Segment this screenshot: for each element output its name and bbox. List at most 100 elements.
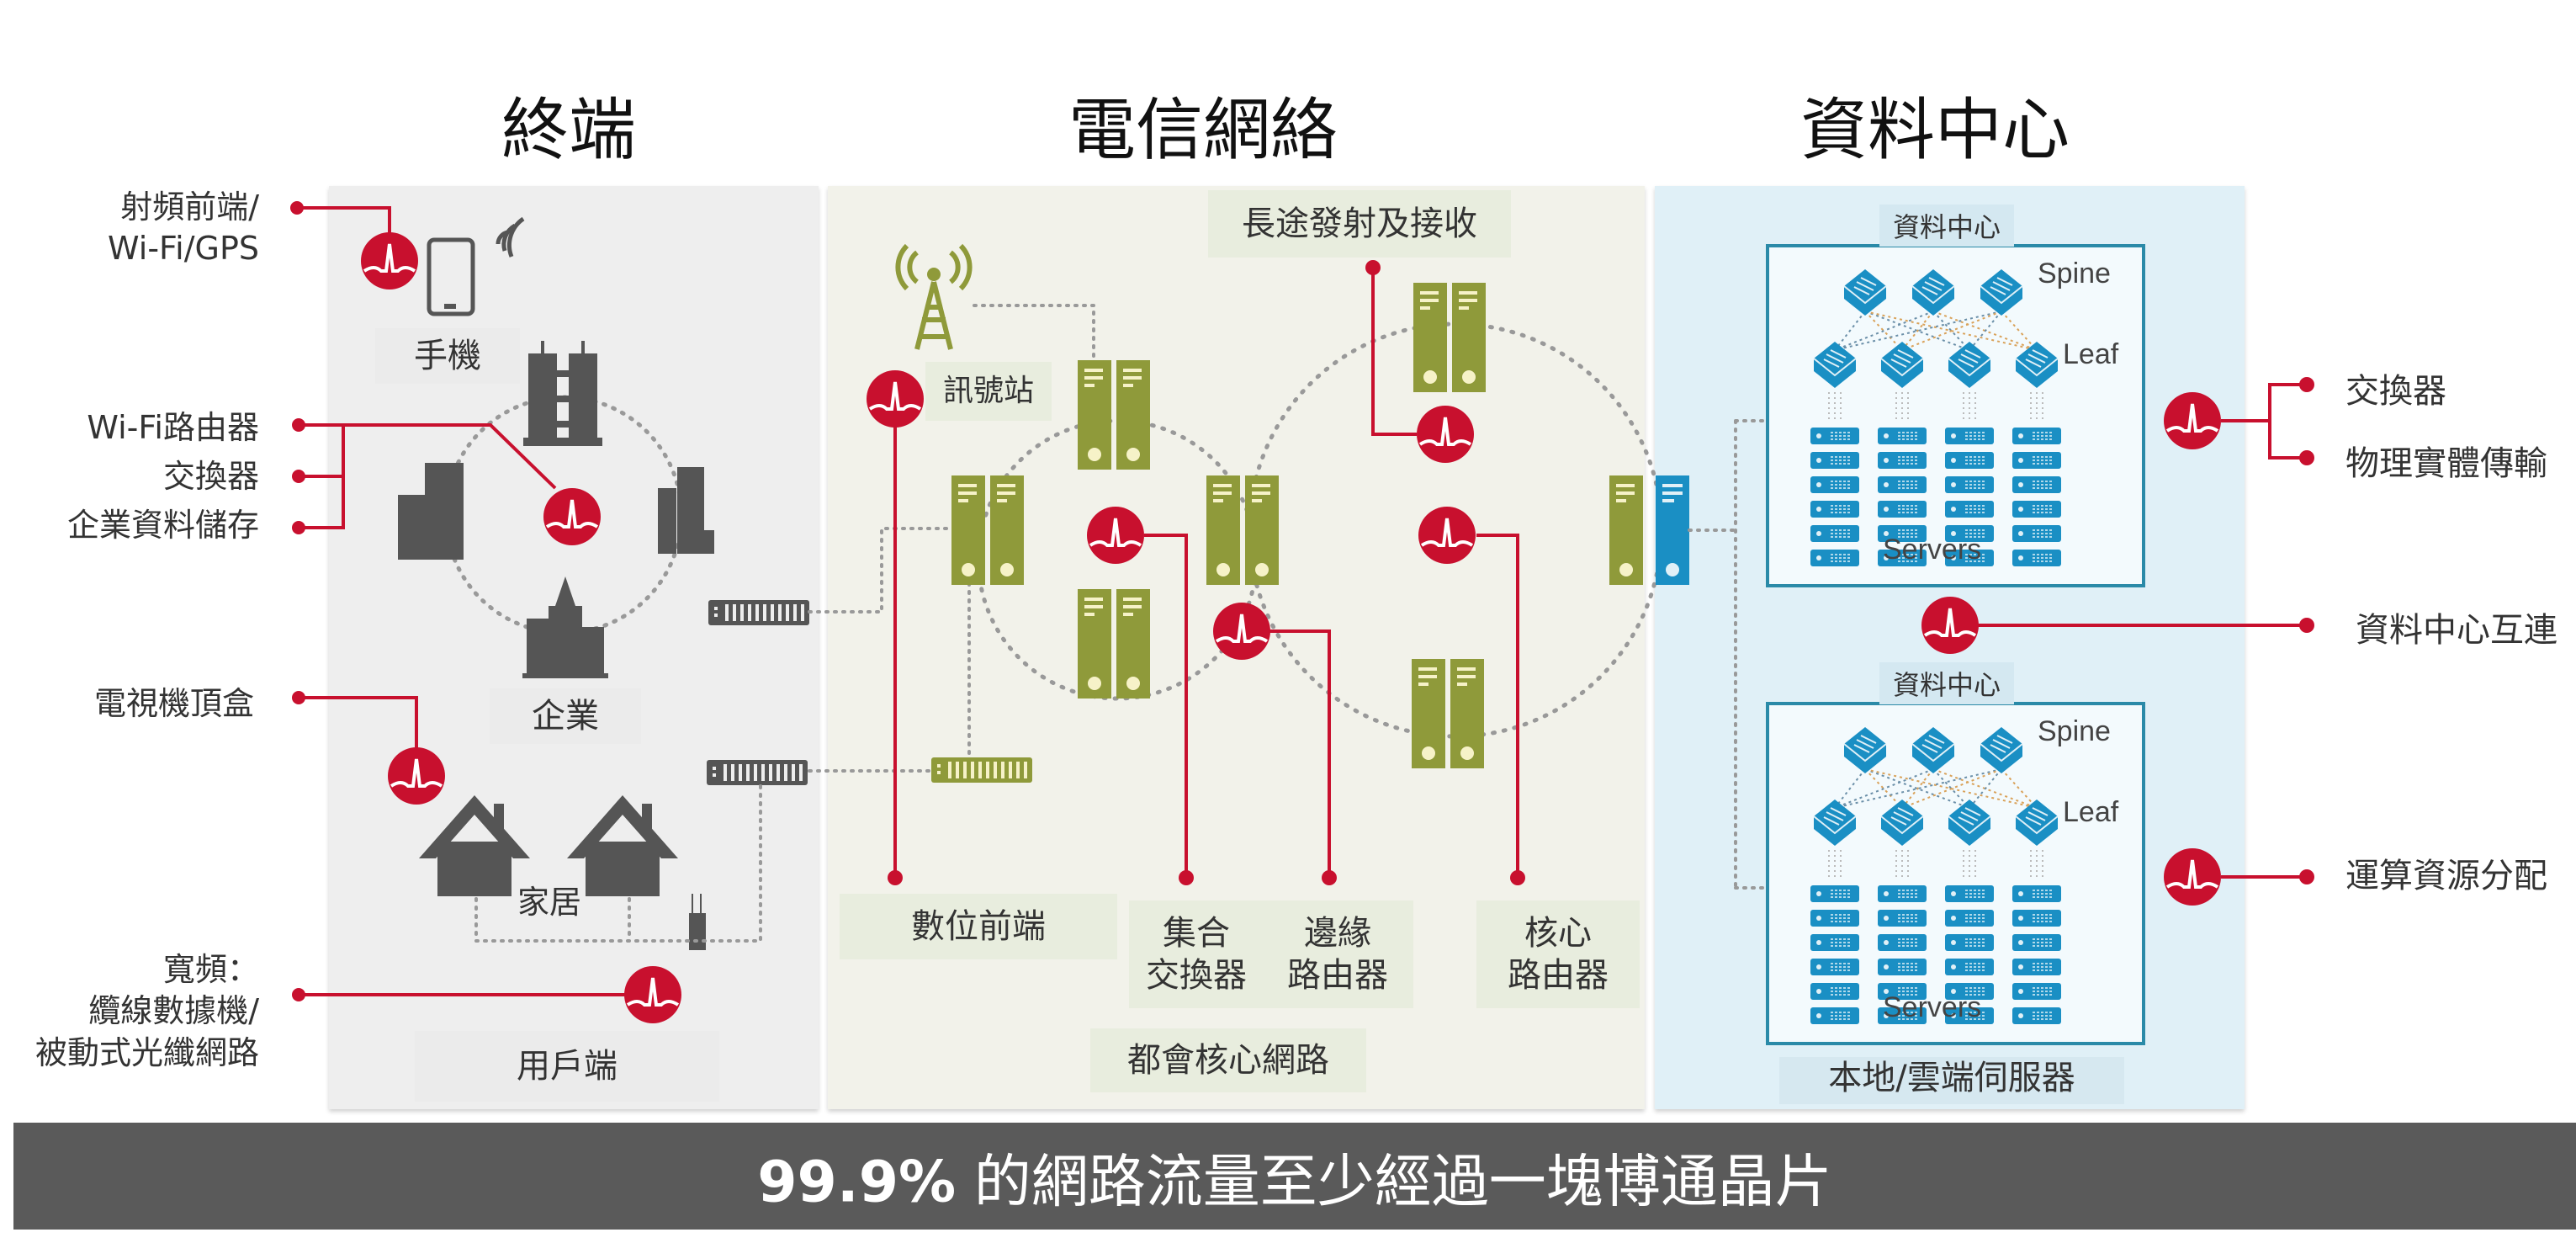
aggregation-switch-line	[1144, 534, 1188, 878]
spine-switch-icon	[1980, 726, 2023, 774]
bottom-banner: 99.9% 的網路流量至少經過一塊博通晶片	[13, 1123, 2576, 1230]
leaf-server-link	[2030, 392, 2043, 421]
server-icon	[1944, 884, 1995, 903]
edge-router-line	[1269, 629, 1331, 878]
server-icon	[1877, 884, 1927, 903]
core-router-line	[1476, 534, 1519, 878]
switch-label: 交換器	[162, 458, 259, 495]
banner-message: 的網路流量至少經過一塊博通晶片	[956, 1149, 1832, 1215]
server-icon	[1877, 500, 1927, 518]
fabric-link	[2001, 311, 2038, 351]
fabric-link	[1864, 311, 1970, 351]
label-line: 路由器	[1287, 956, 1388, 995]
leaf-server-link	[1828, 850, 1842, 879]
fabric-link	[1901, 311, 1934, 351]
server-icon	[2012, 884, 2062, 903]
spine-label-top: Spine	[2038, 258, 2111, 290]
broadband-label: 寬頻： 纜線數據機/ 被動式光纖網路	[35, 949, 259, 1074]
long-haul-label: 長途發射及接收	[1208, 190, 1511, 258]
server-icon	[1944, 958, 1995, 976]
server-icon	[2012, 427, 2062, 445]
server-icon	[1877, 427, 1927, 445]
server-icon	[1877, 958, 1927, 976]
fabric-link	[1969, 311, 2002, 351]
leaf-switch-icon	[2015, 799, 2059, 847]
spine-switch-icon	[1843, 726, 1887, 774]
compute-allocation-label: 運算資源分配	[2345, 857, 2547, 895]
label-line: 核心	[1524, 914, 1592, 953]
leaf-server-link	[1963, 850, 1976, 879]
fabric-link	[1901, 311, 2002, 351]
server-icon	[1810, 1007, 1860, 1025]
aggregation-edge-label-group: 集合 交換器 邊緣 路由器	[1129, 900, 1413, 1008]
leaf-switch-icon	[1948, 799, 1991, 847]
server-icon	[2012, 1007, 2062, 1025]
server-icon	[1810, 549, 1860, 567]
broadband-label-line: 纜線數據機/	[88, 992, 259, 1030]
servers-label-top: Servers	[1883, 534, 1982, 566]
wifi-router-label: Wi-Fi路由器	[87, 409, 259, 446]
leaf-switch-icon	[1813, 341, 1857, 389]
spine-label-bottom: Spine	[2038, 715, 2111, 747]
connector-dot	[292, 418, 305, 432]
server-icon	[1944, 451, 1995, 470]
fabric-link	[1834, 768, 1866, 809]
server-icon	[1810, 884, 1860, 903]
enterprise-label: 企業	[490, 688, 641, 744]
cell-tower-icon	[895, 243, 973, 350]
server-icon	[2012, 475, 2062, 494]
enterprise-storage-label: 企業資料儲存	[66, 507, 259, 544]
server-icon	[1810, 524, 1860, 543]
server-icon	[2012, 958, 2062, 976]
server-icon	[1810, 958, 1860, 976]
server-icon	[1810, 909, 1860, 927]
set-top-box-label: 電視機頂盒	[93, 685, 254, 722]
home-label: 家居	[517, 884, 582, 921]
label-line: 路由器	[1508, 956, 1609, 995]
spine-switch-icon	[1911, 268, 1955, 316]
fabric-link	[1834, 768, 2002, 809]
server-icon	[1810, 982, 1860, 1001]
server-icon	[1944, 475, 1995, 494]
label-line: 邊緣	[1304, 914, 1371, 953]
fabric-link	[1864, 768, 1970, 809]
leaf-switch-icon	[2015, 341, 2059, 389]
fabric-link	[1901, 768, 2002, 809]
core-router-label: 核心 路由器	[1476, 900, 1640, 1008]
server-icon	[1877, 933, 1927, 952]
server-icon	[2012, 451, 2062, 470]
server-icon	[1877, 451, 1927, 470]
server-icon	[1944, 909, 1995, 927]
twin-tower-building-icon	[523, 341, 602, 446]
connector-dot	[292, 988, 305, 1001]
server-icon	[2012, 549, 2062, 567]
server-icon	[2012, 500, 2062, 518]
edge-router-label: 邊緣 路由器	[1279, 912, 1397, 996]
datacenter-caption-top: 資料中心	[1879, 205, 2015, 247]
broadband-label-line: 寬頻：	[162, 951, 259, 988]
metro-core-label: 都會核心網路	[1090, 1028, 1366, 1092]
label-line: 交換器	[1146, 956, 1247, 995]
server-icon	[1810, 475, 1860, 494]
leaf-label-top: Leaf	[2063, 338, 2119, 370]
spine-switch-icon	[1911, 726, 1955, 774]
switch-phy-connector-line	[2221, 383, 2305, 459]
cell-tower-label: 訊號站	[925, 362, 1052, 421]
office-building-icon	[398, 463, 464, 560]
house-icon	[567, 795, 678, 896]
banner-text: 99.9% 的網路流量至少經過一塊博通晶片	[757, 1134, 1832, 1218]
leaf-switch-icon	[1880, 799, 1924, 847]
wifi-signal-icon	[496, 216, 525, 258]
phone-label: 手機	[375, 328, 520, 384]
settop-connector-line	[299, 696, 418, 749]
telecom-rack-icon	[1609, 475, 1643, 585]
fabric-link	[2001, 768, 2038, 809]
leaf-switch-icon	[1948, 341, 1991, 389]
leaf-switch-icon	[1880, 341, 1924, 389]
rf-label-line: Wi-Fi/GPS	[108, 230, 259, 268]
leaf-server-link	[1828, 392, 1842, 421]
rf-connector-line	[297, 206, 391, 234]
fabric-link	[1969, 768, 2002, 809]
